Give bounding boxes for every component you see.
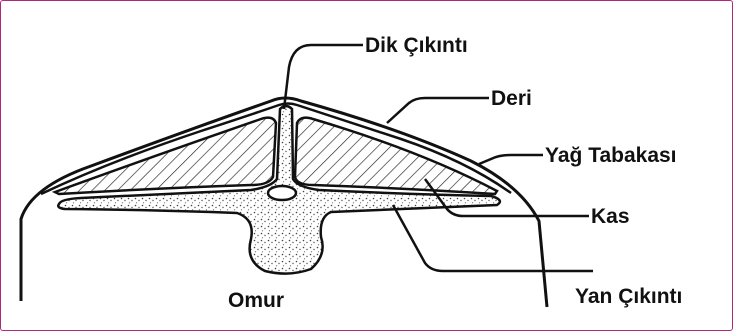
label-dik-cikinti: Dik Çıkıntı bbox=[365, 35, 468, 56]
spinal-canal bbox=[268, 186, 296, 200]
leader-deri bbox=[387, 98, 489, 123]
label-yag-tabakasi: Yağ Tabakası bbox=[545, 145, 677, 166]
label-kas: Kas bbox=[591, 206, 630, 227]
right-muscle bbox=[295, 118, 497, 194]
left-muscle bbox=[55, 118, 276, 194]
leader-yag-tabakasi bbox=[479, 155, 543, 164]
label-yan-cikinti: Yan Çıkıntı bbox=[575, 286, 682, 307]
label-omur: Omur bbox=[228, 290, 284, 311]
label-deri: Deri bbox=[491, 88, 532, 109]
